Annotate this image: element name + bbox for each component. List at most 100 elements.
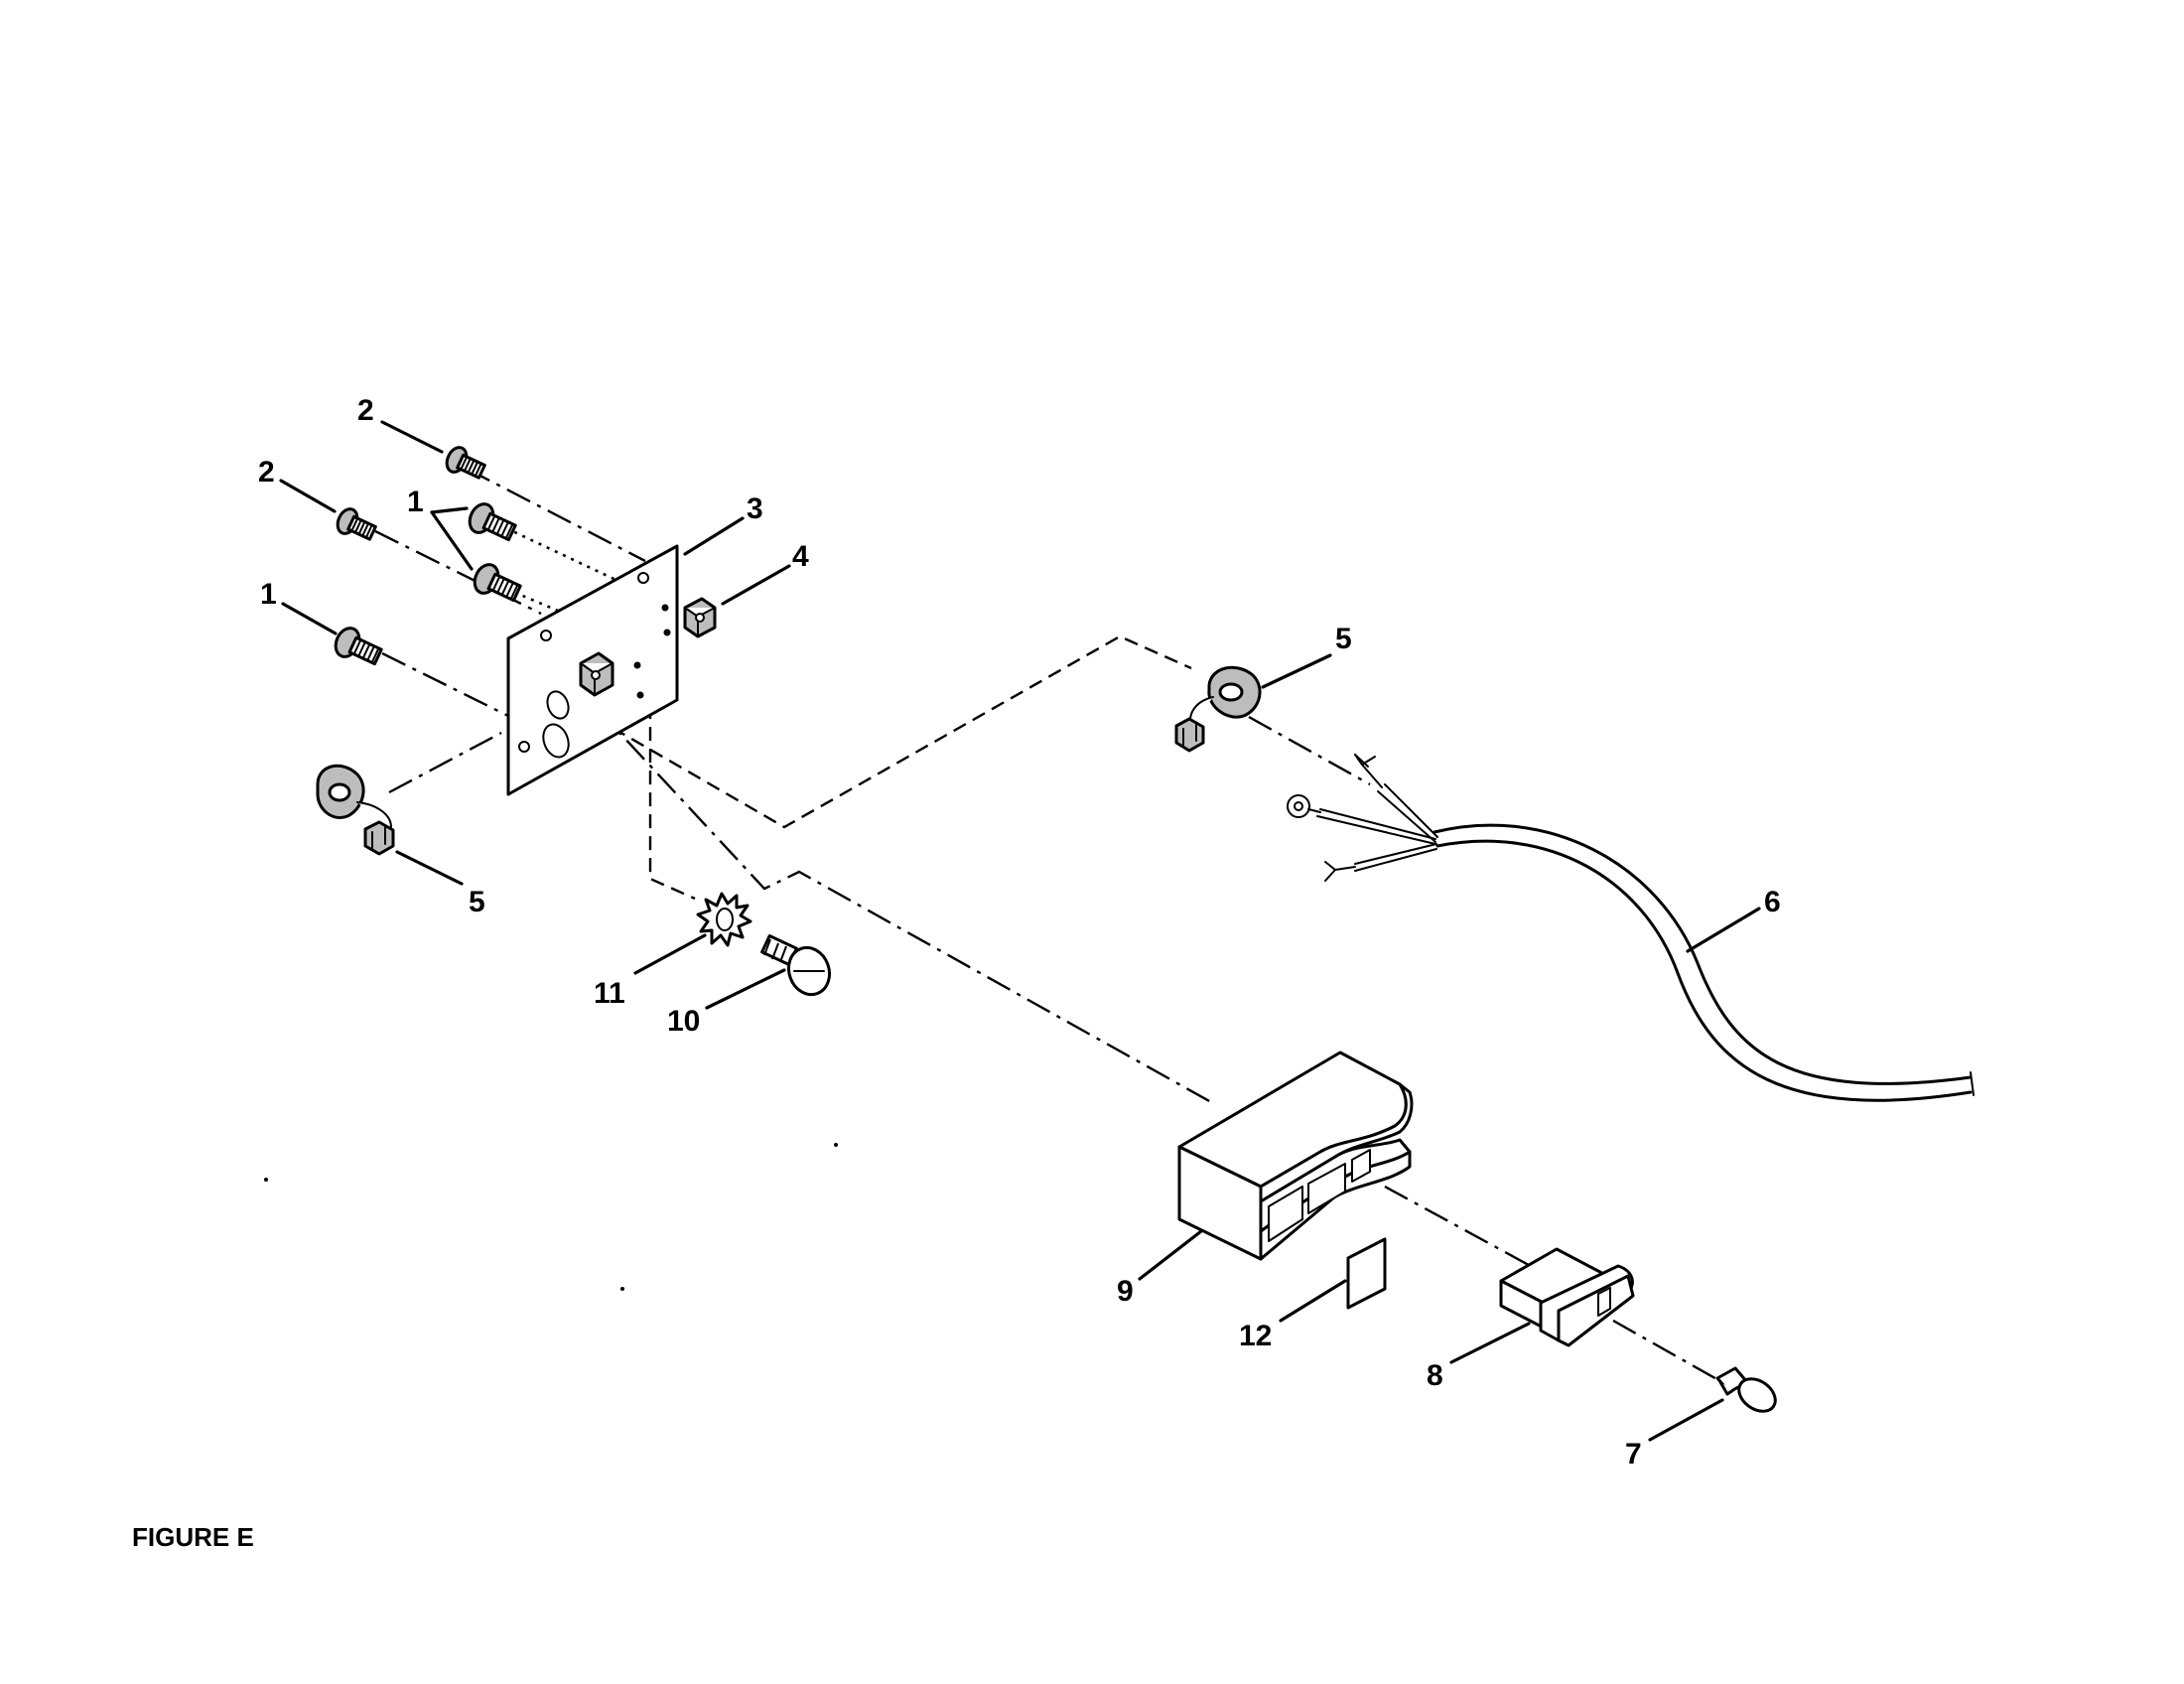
housing-cavity-middle <box>1307 1163 1346 1214</box>
leader-2-left <box>279 479 337 513</box>
leader-1-pair-upper <box>430 506 469 514</box>
centerline-clamp-to-cord <box>1248 715 1371 786</box>
key-head <box>1737 1377 1777 1413</box>
switch-key <box>1715 1366 1777 1413</box>
plate-hole-bottom <box>518 741 530 753</box>
star-washer <box>696 892 752 947</box>
centerline-switch-to-key-7 <box>1612 1319 1728 1387</box>
mounting-plate <box>506 544 679 796</box>
cord-jacket-outer <box>1433 823 1973 1085</box>
clamp-latch-face <box>1182 722 1197 746</box>
housing-side <box>1259 1082 1414 1203</box>
wire-bottom-2 <box>1354 848 1437 872</box>
speck-1 <box>264 1178 268 1182</box>
figure-caption: FIGURE E <box>132 1522 254 1552</box>
wire-middle <box>1319 808 1436 840</box>
callout-8: 8 <box>1427 1359 1443 1392</box>
centerline-housing-to-switch-8 <box>1384 1185 1550 1278</box>
switch-key-slot <box>1597 1287 1611 1317</box>
leader-lines <box>279 420 1761 1442</box>
label-sheet <box>1346 1237 1387 1310</box>
plate-hole-left <box>540 630 552 641</box>
clamp-ring-hole <box>1218 682 1244 702</box>
callout-9: 9 <box>1117 1275 1134 1308</box>
leader-6 <box>1686 907 1761 953</box>
wire-top-2 <box>1377 790 1436 843</box>
fork-terminal-bottom <box>1324 861 1356 882</box>
speck-2 <box>834 1143 838 1147</box>
callout-10: 10 <box>667 1005 700 1038</box>
screw-1-lower <box>473 563 522 603</box>
centerline-clamp-5-left <box>388 731 502 794</box>
plate-cutout-upper <box>546 690 570 720</box>
housing-cavity-right <box>1351 1149 1371 1183</box>
leader-1-left <box>281 602 338 635</box>
callout-2-left: 2 <box>258 456 275 489</box>
wire-top <box>1384 783 1438 838</box>
wire-middle-2 <box>1316 815 1436 845</box>
route-plate-to-clamp-5-right <box>555 634 1192 829</box>
plate-hole-top <box>637 572 649 584</box>
ground-screw <box>760 934 832 997</box>
cord-clamp-right <box>1174 665 1262 753</box>
leader-5-right <box>1261 653 1332 689</box>
callout-4: 4 <box>792 540 809 573</box>
plate-dot-1 <box>661 604 669 612</box>
leader-9 <box>1138 1229 1203 1281</box>
plate-dot-4 <box>636 691 644 699</box>
callout-6: 6 <box>1764 886 1781 918</box>
leader-4 <box>721 564 791 606</box>
square-nut <box>683 597 717 638</box>
cord-jacket-inner <box>1435 839 1973 1102</box>
leader-8 <box>1449 1322 1531 1364</box>
clamp-latch-face <box>371 825 386 849</box>
centerline-screw-1-left <box>381 651 517 722</box>
plate-dot-2 <box>663 629 671 636</box>
switch-housing <box>1177 1051 1414 1261</box>
callout-numbers: 2 2 1 1 3 4 5 5 6 7 8 9 10 11 12 <box>258 394 1781 1471</box>
clamp-latch <box>363 820 395 856</box>
centerline-plate-to-housing-9 <box>595 706 1212 1104</box>
switch-bezel <box>1557 1274 1635 1347</box>
callout-1-pair: 1 <box>407 486 424 518</box>
plate-cutout-lower <box>542 723 570 759</box>
leader-7 <box>1648 1398 1724 1442</box>
washer-hole <box>716 908 734 931</box>
ring-terminal-hole <box>1294 801 1303 811</box>
leader-12 <box>1279 1279 1347 1323</box>
plate-dot-3 <box>633 661 641 669</box>
centerline-screw-2-top <box>466 467 646 563</box>
callout-3: 3 <box>747 492 763 525</box>
callout-12: 12 <box>1239 1320 1272 1352</box>
cord-clamp-left <box>316 764 395 856</box>
leader-11 <box>633 933 707 975</box>
plate-nut-hole <box>591 670 601 680</box>
wire-bottom <box>1354 843 1437 865</box>
callout-11: 11 <box>594 977 625 1010</box>
leader-5-left <box>395 850 464 886</box>
clamp-ring-hole <box>328 782 351 802</box>
housing-cavity-left <box>1268 1186 1303 1242</box>
callout-1-left: 1 <box>260 578 277 611</box>
fork-terminal-top <box>1354 754 1383 788</box>
screw-1-left <box>334 627 383 666</box>
power-cord <box>1287 754 1975 1102</box>
rocker-switch <box>1499 1247 1635 1347</box>
cord-end-cut <box>1970 1071 1975 1096</box>
leader-1-pair-lower <box>430 510 474 571</box>
screw-2-left <box>336 507 377 541</box>
leader-3 <box>683 516 745 556</box>
speck-3 <box>620 1287 624 1291</box>
callout-5-right: 5 <box>1335 623 1352 655</box>
callout-2-top: 2 <box>357 394 374 427</box>
callout-7: 7 <box>1625 1438 1642 1471</box>
switch-label <box>1346 1237 1387 1310</box>
screw-1-upper <box>468 502 517 542</box>
screw-2-top <box>445 446 486 480</box>
callout-5-left: 5 <box>469 886 485 918</box>
leader-10 <box>705 968 786 1010</box>
clamp-latch <box>1174 717 1205 753</box>
key-stem-notch <box>1718 1380 1735 1396</box>
leader-2-top <box>380 420 444 454</box>
